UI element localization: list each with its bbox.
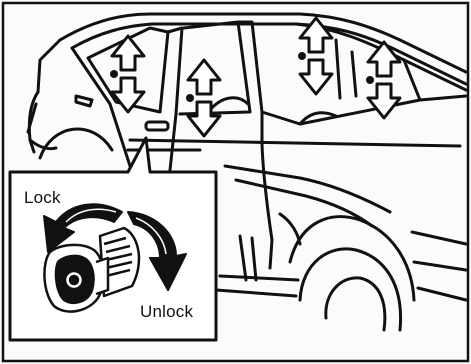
unlock-label: Unlock [140, 302, 193, 322]
double-arrow-icon [366, 42, 400, 118]
lock-label: Lock [24, 188, 61, 208]
double-arrow-icon [186, 60, 220, 136]
double-arrow-icon [298, 18, 332, 94]
